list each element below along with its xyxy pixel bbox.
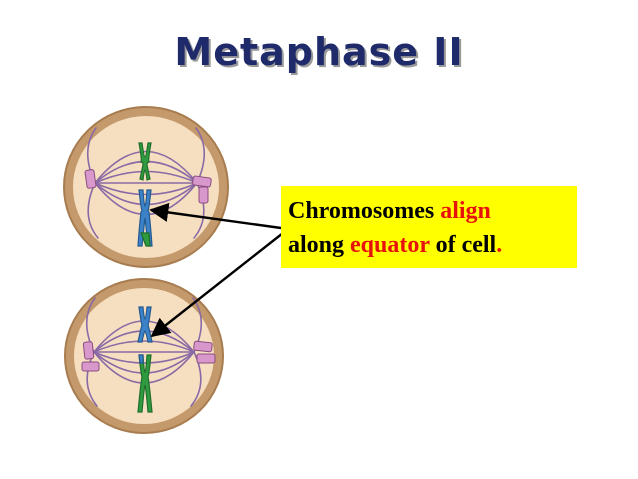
arrow-to-top-cell xyxy=(149,202,282,230)
caption-text-3: of cell xyxy=(429,232,497,258)
caption-highlight-align: align xyxy=(440,198,491,224)
arrow-to-bottom-cell xyxy=(150,232,284,338)
slide-title: Metaphase II xyxy=(174,30,464,74)
cell-bottom xyxy=(64,278,224,434)
centriole-right xyxy=(192,175,212,204)
centriole-left xyxy=(84,169,97,189)
pointer-arrows xyxy=(149,202,284,338)
chromosome-green xyxy=(138,142,152,181)
chromosome-blue xyxy=(137,306,153,343)
chromosome-green xyxy=(137,354,153,413)
caption-box: Chromosomes align along equator of cell. xyxy=(281,186,577,268)
chromosome-blue xyxy=(137,189,153,247)
caption-text-2: along xyxy=(288,232,351,258)
caption-line-1: Chromosomes align xyxy=(288,194,577,228)
caption-line-2: along equator of cell. xyxy=(288,228,577,262)
caption-period: . xyxy=(496,232,503,258)
cell-top xyxy=(63,106,229,268)
centriole-left xyxy=(81,341,100,372)
caption-highlight-equator: equator xyxy=(350,232,430,258)
centriole-right xyxy=(193,340,216,364)
caption-text-1: Chromosomes xyxy=(288,198,441,224)
